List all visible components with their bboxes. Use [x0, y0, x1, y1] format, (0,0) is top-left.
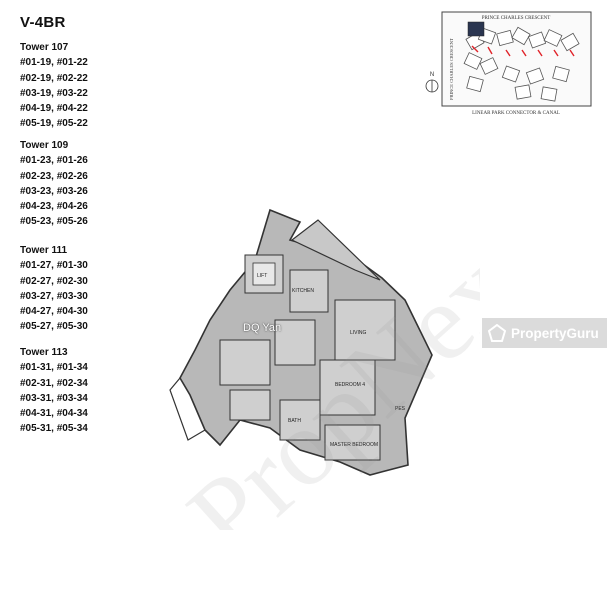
propertyguru-logo-icon [488, 324, 506, 342]
photo-credit: DQ Yan [243, 322, 282, 334]
unit-line: #05-23, #05-26 [20, 216, 88, 228]
unit-line: #04-27, #04-30 [20, 306, 88, 318]
unit-line: #02-27, #02-30 [20, 275, 88, 287]
unit-line: #02-23, #02-26 [20, 170, 88, 182]
tower-109-block: Tower 109 #01-23, #01-26 #02-23, #02-26 … [20, 138, 88, 230]
unit-line: #01-23, #01-26 [20, 155, 88, 167]
unit-line: #02-31, #02-34 [20, 377, 88, 389]
key-plan: PRINCE CHARLES CRESCENT LINEAR PARK CONN… [425, 11, 592, 116]
tower-111-block: Tower 111 #01-27, #01-30 #02-27, #02-30 … [20, 243, 88, 335]
north-label: N [430, 72, 434, 78]
unit-line: #05-27, #05-30 [20, 321, 88, 333]
room-label: MASTER BEDROOM [330, 442, 378, 448]
unit-line: #03-19, #03-22 [20, 87, 88, 99]
unit-line: #05-31, #05-34 [20, 423, 88, 435]
unit-line: #01-27, #01-30 [20, 260, 88, 272]
unit-line: #03-27, #03-30 [20, 290, 88, 302]
unit-line: #04-23, #04-26 [20, 201, 88, 213]
tower-107-block: Tower 107 #01-19, #01-22 #02-19, #02-22 … [20, 40, 88, 132]
room-label: KITCHEN [292, 288, 314, 294]
street-top-label: PRINCE CHARLES CRESCENT [482, 16, 551, 21]
street-side-label: PRINCE CHARLES CRESCENT [449, 38, 454, 100]
tower-name: Tower 111 [20, 245, 68, 256]
room-label: LIFT [257, 273, 267, 279]
room-label: BATH [288, 418, 301, 424]
street-bottom-label: LINEAR PARK CONNECTOR & CANAL [472, 111, 560, 116]
logo-text: PropertyGuru [511, 325, 599, 341]
unit-line: #03-23, #03-26 [20, 185, 88, 197]
unit-line: #04-19, #04-22 [20, 103, 88, 115]
tower-name: Tower 107 [20, 42, 69, 53]
tower-113-block: Tower 113 #01-31, #01-34 #02-31, #02-34 … [20, 345, 88, 437]
room-label: BEDROOM 4 [335, 382, 365, 388]
unit-type-title: V-4BR [20, 14, 66, 31]
unit-line: #01-19, #01-22 [20, 57, 88, 69]
unit-line: #04-31, #04-34 [20, 408, 88, 420]
unit-line: #02-19, #02-22 [20, 72, 88, 84]
unit-line: #01-31, #01-34 [20, 362, 88, 374]
floor-plan: LIFT LIVING BEDROOM 4 MASTER BEDROOM BAT… [169, 208, 433, 476]
tower-name: Tower 109 [20, 140, 69, 151]
room-label: PES [395, 406, 406, 412]
propertyguru-logo: PropertyGuru [482, 318, 607, 348]
room-label: LIVING [350, 330, 367, 336]
unit-line: #05-19, #05-22 [20, 118, 88, 130]
tower-name: Tower 113 [20, 347, 68, 358]
unit-line: #03-31, #03-34 [20, 392, 88, 404]
